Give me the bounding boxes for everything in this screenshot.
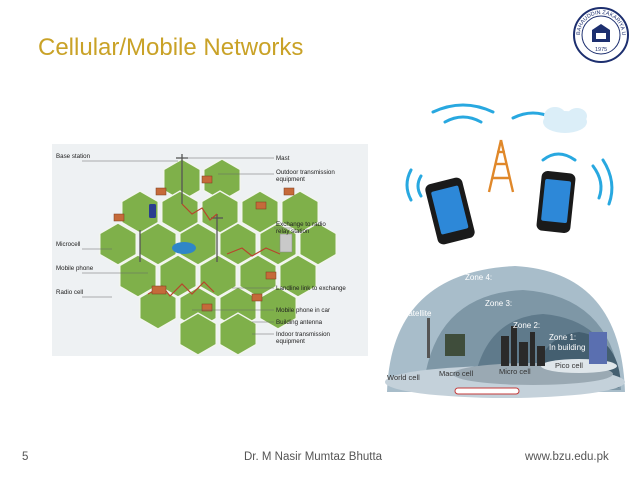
tower-icon [487, 139, 515, 193]
right-label: Exchange to radio [276, 221, 326, 228]
hex-cell [259, 222, 297, 266]
slide-title: Cellular/Mobile Networks [38, 34, 304, 61]
right-label: Building antenna [276, 319, 323, 326]
hex-cell [219, 312, 257, 356]
hex-cell [279, 254, 317, 298]
hex-cell [179, 312, 217, 356]
hex-cell [119, 254, 157, 298]
right-label: Indoor transmission [276, 331, 331, 338]
satellite-label: Satellite [403, 309, 432, 318]
hex-cell [139, 286, 177, 330]
mobile-phones-tower-illustration [405, 103, 614, 245]
footer-website: www.bzu.edu.pk [525, 451, 609, 463]
right-label: equipment [276, 176, 305, 183]
cell-label: Macro cell [439, 369, 474, 378]
cell-label: Pico cell [555, 361, 583, 370]
cloud-icon [543, 107, 587, 133]
left-label: Base station [56, 153, 91, 160]
seal-year: 1975 [595, 47, 607, 53]
hex-cell [179, 222, 217, 266]
hex-cell [219, 222, 257, 266]
zone1-sub-label: In building [549, 343, 585, 352]
hex-cells [99, 158, 337, 356]
cell-label: Micro cell [499, 367, 531, 376]
hex-cell [159, 254, 197, 298]
footer-author: Dr. M Nasir Mumtaz Bhutta [244, 451, 383, 463]
zone-label: Zone 1: [549, 333, 576, 342]
right-label: Landline link to exchange [276, 285, 346, 292]
smartphone-right-icon [536, 170, 576, 234]
smartphone-left-icon [425, 177, 475, 245]
left-label: Mobile phone [56, 265, 94, 272]
right-label: Mobile phone in car [276, 307, 330, 314]
right-label: relay station [276, 228, 310, 235]
right-label: Mast [276, 155, 290, 162]
left-label: Microcell [56, 241, 80, 248]
right-label: Outdoor transmission [276, 169, 335, 176]
zone-label: Zone 4: [465, 273, 492, 282]
page-number: 5 [22, 451, 29, 463]
zone-label: Zone 3: [485, 299, 512, 308]
hex-cell [99, 222, 137, 266]
dome-labels: Zone 4: Zone 3: Zone 2: Zone 1:In building S… [387, 273, 585, 382]
hex-cell [299, 222, 337, 266]
zone-label: Zone 2: [513, 321, 540, 330]
cell-label: World cell [387, 373, 420, 382]
right-label: equipment [276, 338, 305, 345]
cell-hierarchy-dome-diagram: Zone 4: Zone 3: Zone 2: Zone 1:In building S… [385, 266, 625, 398]
left-label: Radio cell [56, 289, 83, 296]
university-seal-logo: BAHAUDDIN ZAKARIYA UNIVERSITY 1975 [572, 6, 629, 63]
